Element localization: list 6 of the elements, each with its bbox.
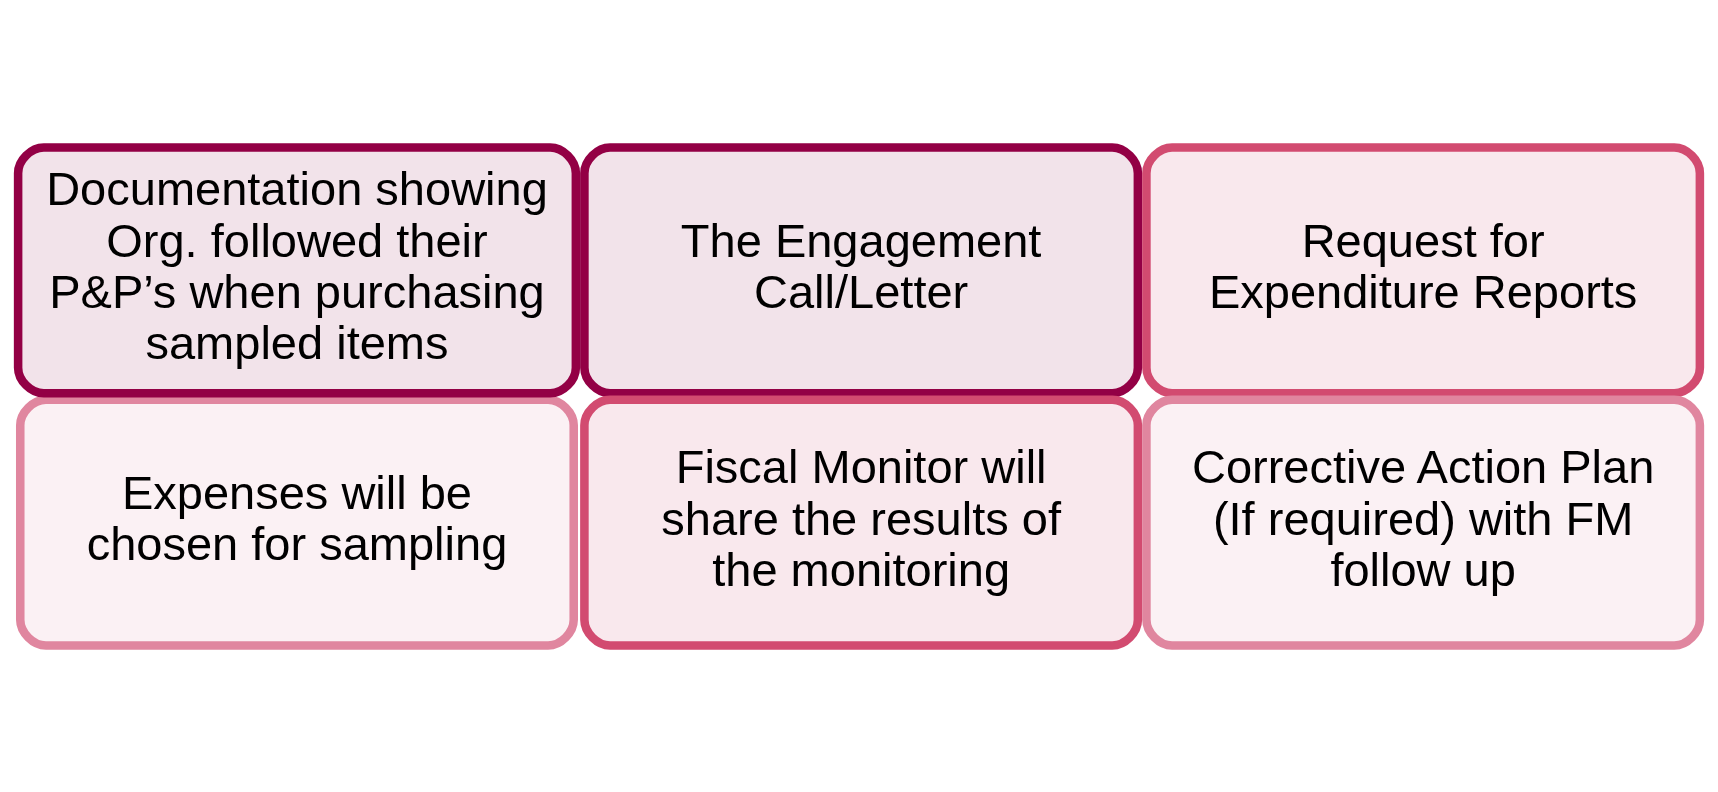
- node-box: Fiscal Monitor will share the results of the monitoring: [580, 394, 1143, 650]
- node-box: Request for Expenditure Reports: [1142, 142, 1705, 398]
- node-box: Expenses will be chosen for sampling: [16, 394, 578, 650]
- node-box: Corrective Action Plan (If required) with FM follow up: [1142, 394, 1705, 650]
- node-box: The Engagement Call/Letter: [580, 142, 1143, 398]
- node-box: Documentation showing Org. followed their P&P’s when purchasing sampled items: [13, 142, 581, 398]
